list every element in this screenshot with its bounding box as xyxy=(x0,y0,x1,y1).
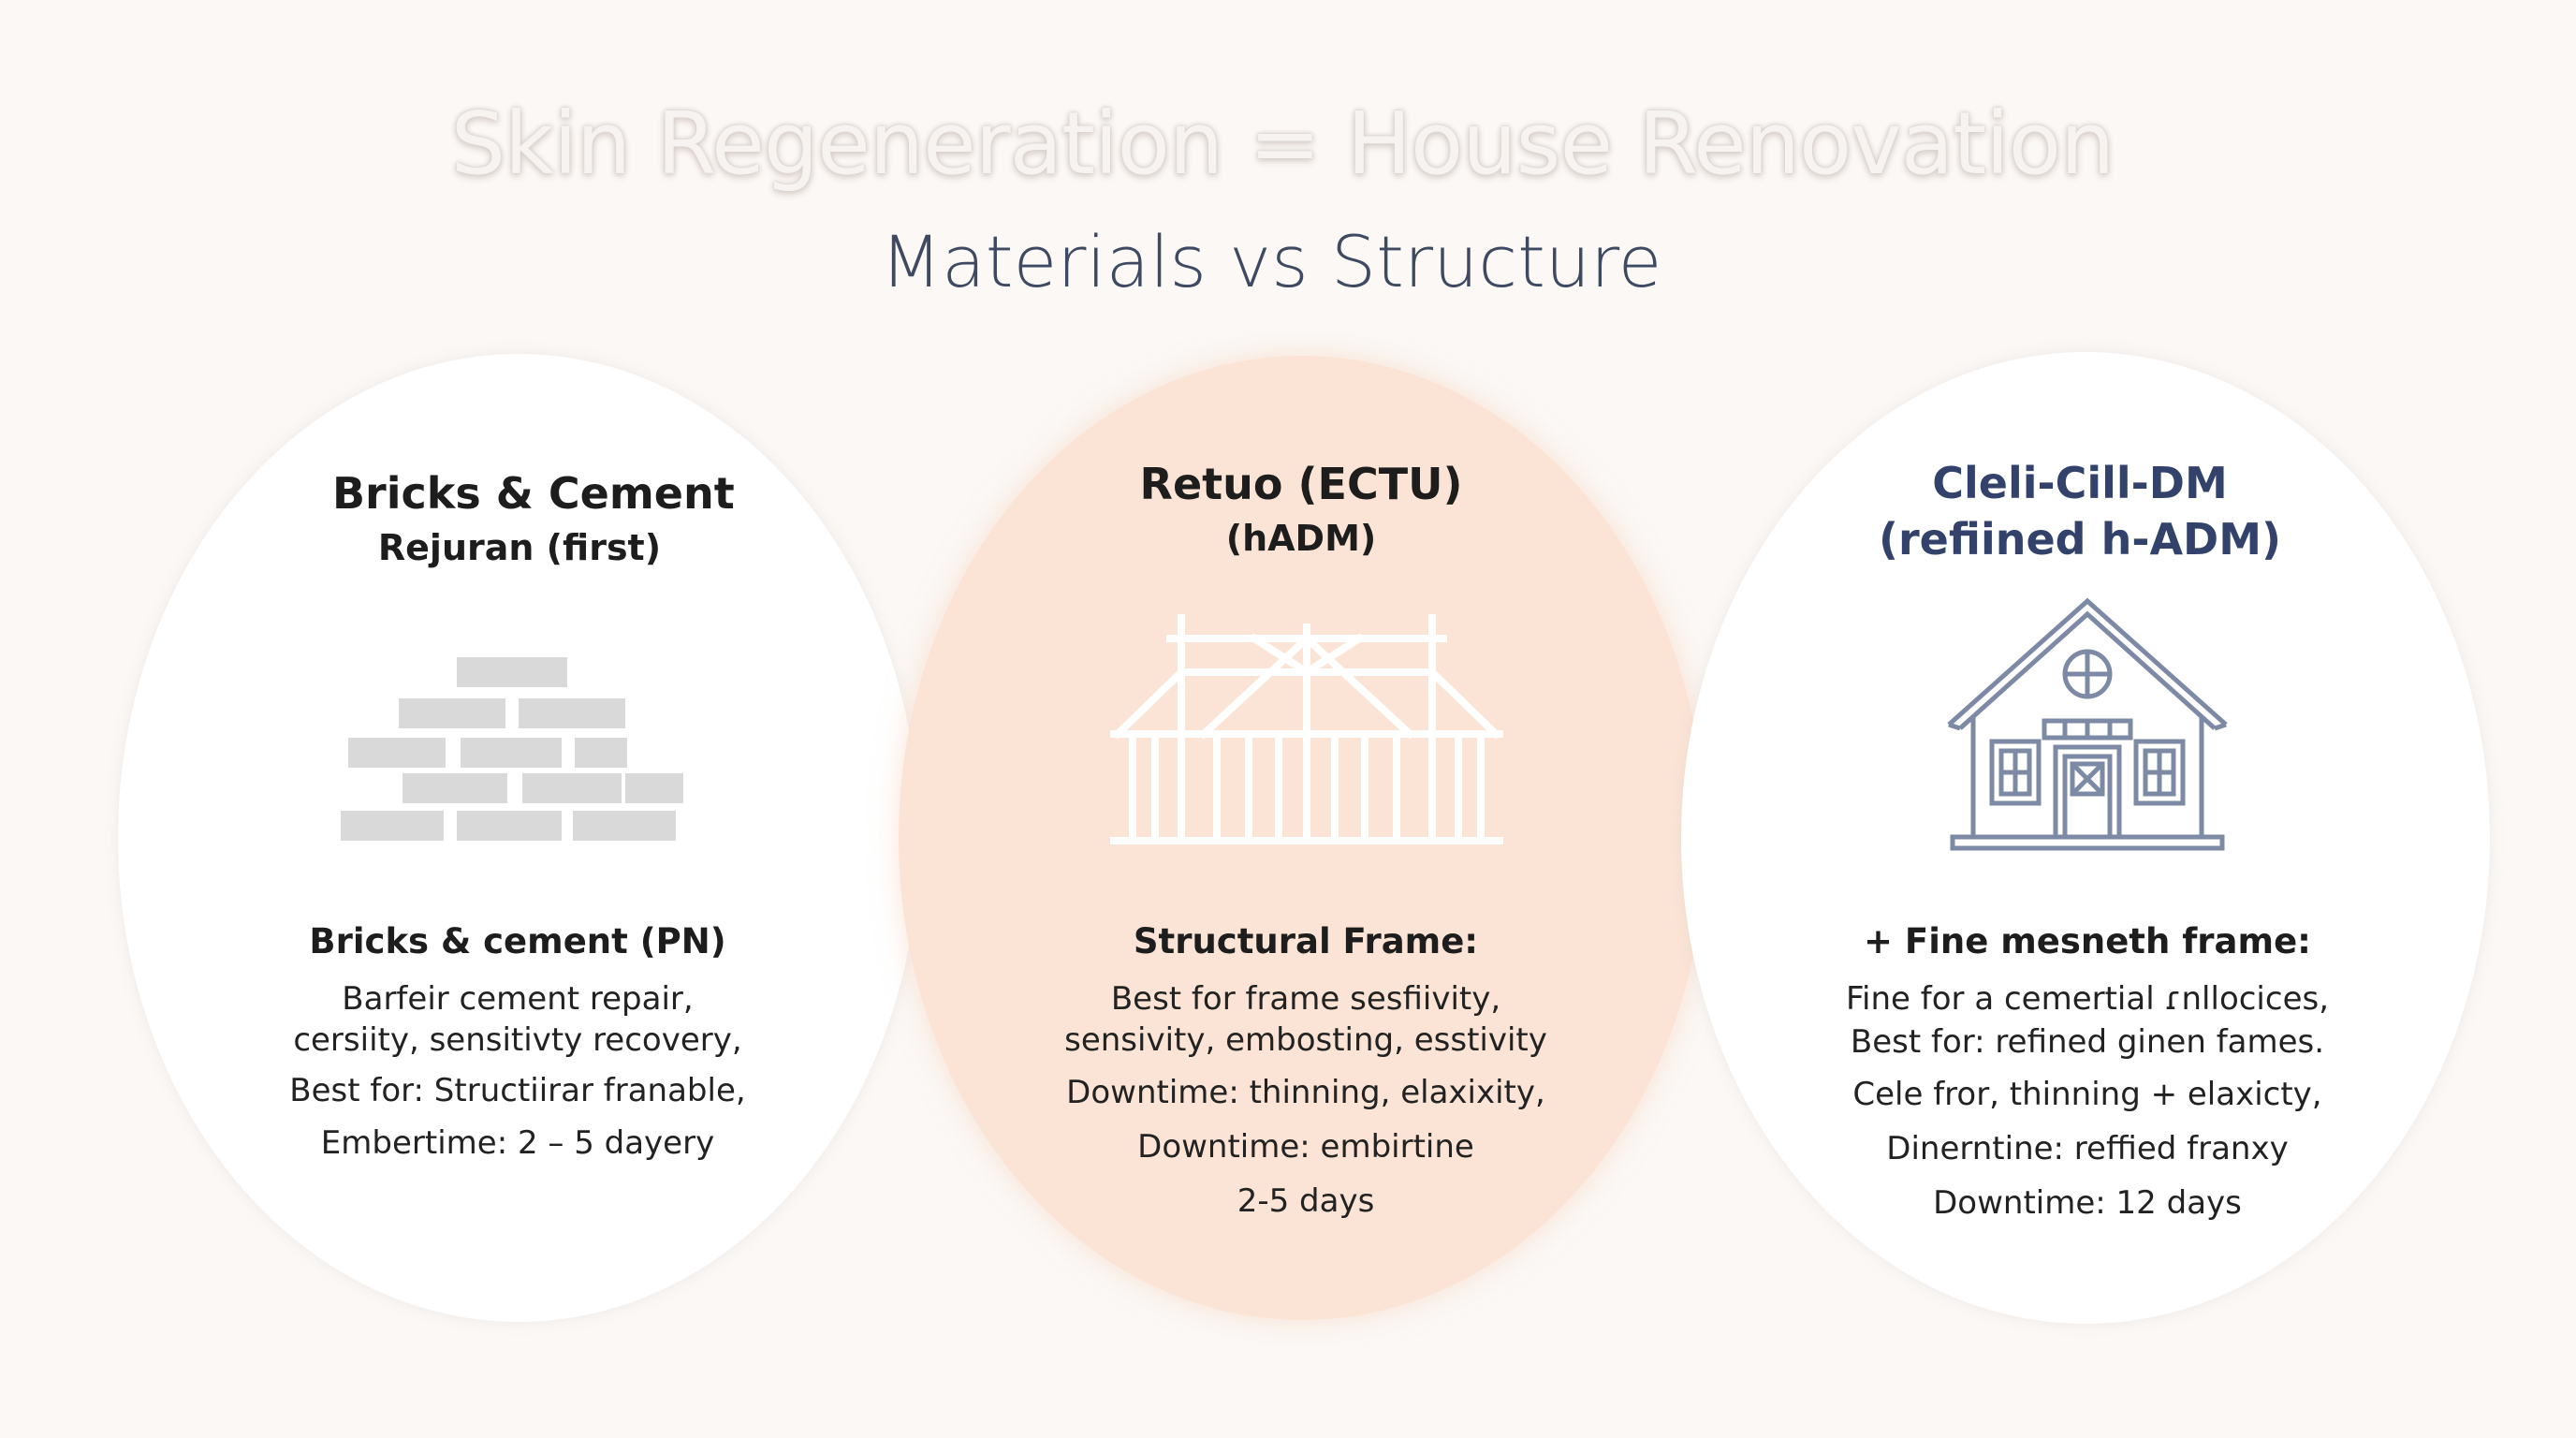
column-structure: Retuo (ECTU) (hADM) xyxy=(1114,457,1488,565)
detail-line: Best for: Structiirar franable, xyxy=(289,1072,746,1109)
detail-line: sensivity, embosting, esstivity xyxy=(1064,1021,1547,1059)
detail-line: Best for frame sesfiivity, xyxy=(1110,980,1501,1018)
section-title: Bricks & cement (PN) xyxy=(309,921,726,961)
page-subtitle: Materials vs Structure xyxy=(880,220,1662,303)
column-subheading: (refiined h-ADM) xyxy=(1878,514,2282,565)
detail-line: Downtime: thinning, elaxixity, xyxy=(1066,1074,1545,1111)
detail-line: Fine for a cemertial ɾnllocices, xyxy=(1845,980,2330,1018)
column-heading: Cleli-Cill-DM xyxy=(1932,458,2228,508)
detail-line: Cele fror, thinning + elaxicty, xyxy=(1852,1076,2322,1113)
bricks-icon xyxy=(341,657,683,841)
detail-line: Downtime: embirtine xyxy=(1137,1128,1474,1166)
house-icon xyxy=(1947,597,2228,851)
detail-line: Downtime: 12 days xyxy=(1933,1184,2242,1222)
column-heading: Bricks & Cement xyxy=(332,468,735,519)
column-refined-details: + Fine mesneth frame: Fine for a cemerti… xyxy=(1825,917,2349,1230)
column-subheading: Rejuran (first) xyxy=(377,527,662,568)
column-bricks-details: Bricks & cement (PN) Barfeir cement repa… xyxy=(251,917,784,1168)
detail-line: Barfeir cement repair, xyxy=(342,980,694,1018)
detail-line: Best for: refined ginen fames. xyxy=(1850,1023,2325,1061)
column-bricks: Bricks & Cement Rejuran (first) xyxy=(332,466,735,575)
section-title: Structural Frame: xyxy=(1133,921,1479,961)
structural-frame-icon xyxy=(1110,614,1503,844)
column-subheading: (hADM) xyxy=(1225,518,1377,559)
section-title: + Fine mesneth frame: xyxy=(1864,921,2311,961)
detail-line: Dinerntine: reffied franxy xyxy=(1886,1130,2289,1167)
column-structure-details: Structural Frame: Best for frame sesfiiv… xyxy=(1039,917,1573,1228)
detail-line: 2-5 days xyxy=(1237,1182,1375,1220)
column-refined: Cleli-Cill-DM (refiined h-ADM) xyxy=(1846,455,2314,567)
detail-line: Embertime: 2 – 5 dayery xyxy=(320,1124,715,1162)
page-title: Skin Regeneration = House Renovation xyxy=(450,94,2115,194)
column-heading: Retuo (ECTU) xyxy=(1139,459,1463,509)
detail-line: cersiity, sensitivty recovery, xyxy=(293,1021,742,1059)
